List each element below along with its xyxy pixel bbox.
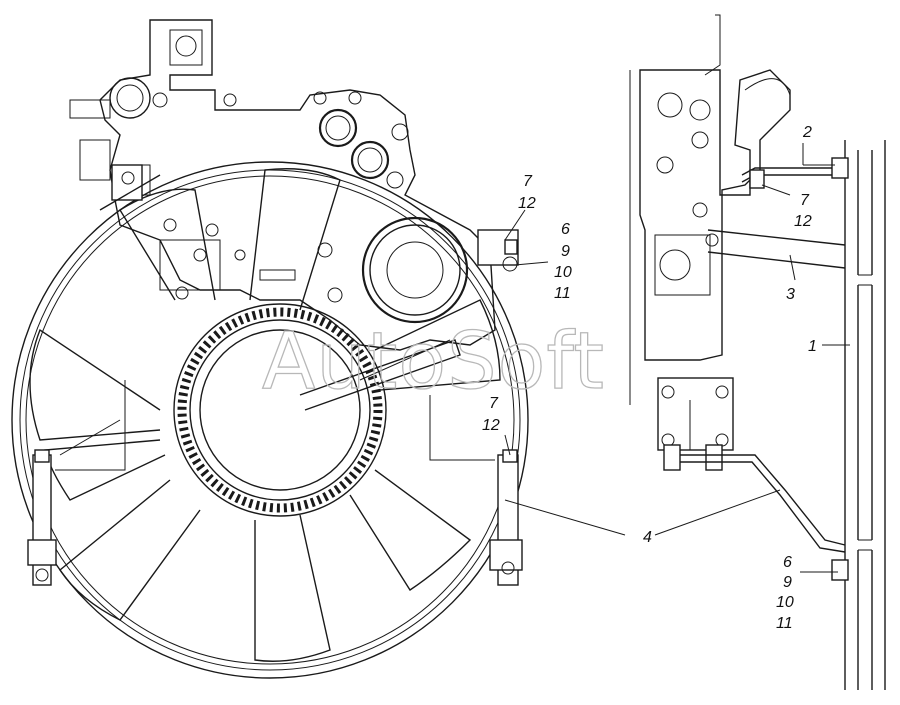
rod-3 bbox=[707, 229, 846, 246]
left-lower-bracket bbox=[27, 449, 57, 586]
shroud-outer-ring bbox=[11, 161, 529, 679]
label-bottom-bolt-10: 10 bbox=[776, 594, 794, 611]
label-mid-bracket-12: 12 bbox=[482, 417, 500, 434]
pump-housing bbox=[361, 216, 469, 324]
fan-hub-teeth bbox=[177, 307, 383, 513]
tie-rod bbox=[299, 339, 461, 411]
fan-blades bbox=[29, 168, 501, 662]
label-top-bracket-7: 7 bbox=[523, 173, 533, 190]
side-view bbox=[629, 14, 886, 690]
label-side-bracket-7: 7 bbox=[800, 192, 810, 209]
label-right-bolt-9: 9 bbox=[561, 243, 570, 260]
engine-housing-outline bbox=[99, 19, 496, 351]
right-lower-bracket bbox=[489, 449, 523, 586]
shroud-inner-ring bbox=[19, 169, 521, 671]
label-mid-bracket-7: 7 bbox=[489, 395, 499, 412]
label-1: 1 bbox=[808, 338, 817, 355]
rod-4 bbox=[680, 454, 846, 546]
label-bottom-bolt-6: 6 bbox=[783, 554, 792, 571]
engine-side-housing bbox=[639, 69, 791, 361]
fan-shroud-front-view bbox=[11, 19, 529, 679]
left-upper-bracket bbox=[99, 164, 161, 211]
label-2: 2 bbox=[802, 124, 812, 141]
leader-lines bbox=[504, 143, 850, 573]
upper-rod-2 bbox=[741, 167, 845, 176]
label-4: 4 bbox=[643, 529, 652, 546]
label-side-bracket-12: 12 bbox=[794, 213, 812, 230]
label-right-bolt-10: 10 bbox=[554, 264, 572, 281]
side-bracket-plate bbox=[657, 377, 734, 451]
label-3: 3 bbox=[786, 286, 795, 303]
label-bottom-bolt-9: 9 bbox=[783, 574, 792, 591]
label-right-bolt-11: 11 bbox=[554, 285, 571, 302]
radiator-frame bbox=[844, 140, 886, 690]
label-bottom-bolt-11: 11 bbox=[776, 615, 793, 632]
watermark: AutoSoft bbox=[262, 317, 605, 407]
right-upper-bracket bbox=[477, 229, 519, 272]
label-right-bolt-6: 6 bbox=[561, 221, 570, 238]
fan-hub-outer bbox=[173, 303, 387, 517]
callout-labels: 1 2 3 4 7 12 6 9 10 11 7 12 7 12 6 9 10 … bbox=[482, 124, 817, 632]
fan-hub-bore bbox=[199, 329, 361, 491]
label-top-bracket-12: 12 bbox=[518, 195, 536, 212]
